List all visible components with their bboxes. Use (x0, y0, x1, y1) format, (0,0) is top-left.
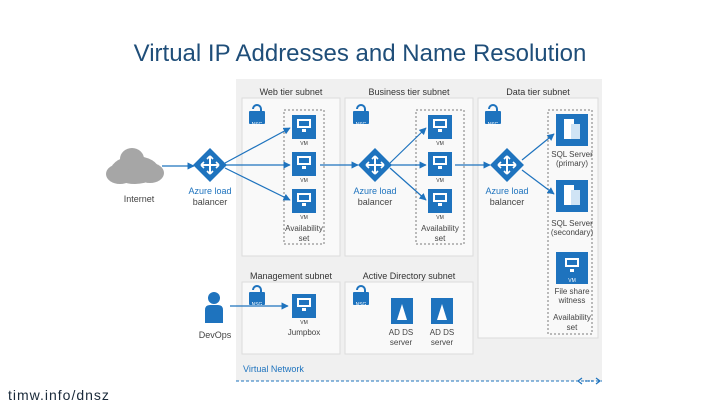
load-balancer-label: Azure load (188, 186, 231, 196)
devops-person-icon (205, 292, 223, 323)
load-balancer-label: Azure load (485, 186, 528, 196)
ad-ds-label: AD DS (430, 328, 454, 337)
load-balancer-label: balancer (193, 197, 228, 207)
vm-label: VM (436, 178, 444, 184)
web-tier-label: Web tier subnet (260, 87, 323, 97)
sql-secondary-label: SQL Server (551, 219, 593, 228)
sql-server-icon (556, 180, 588, 212)
nsg-label: NSG (356, 122, 367, 128)
vm-label: VM (300, 178, 308, 184)
ad-ds-server-icon (431, 298, 453, 324)
availability-label: set (299, 234, 310, 243)
jumpbox-vm-icon (292, 294, 316, 318)
vm-icon (428, 152, 452, 176)
load-balancer-label: balancer (358, 197, 393, 207)
vm-icon (292, 115, 316, 139)
vm-icon (292, 152, 316, 176)
ad-ds-label: server (390, 338, 413, 347)
vm-icon (428, 189, 452, 213)
ad-ds-label: server (431, 338, 454, 347)
availability-label: Availability (553, 313, 591, 322)
data-tier-label: Data tier subnet (506, 87, 570, 97)
availability-label: set (435, 234, 446, 243)
vm-label: VM (300, 141, 308, 147)
load-balancer-icon (192, 147, 228, 183)
vm-label: VM (300, 320, 308, 326)
sql-primary-label: (primary) (556, 159, 588, 168)
business-tier-label: Business tier subnet (368, 87, 450, 97)
virtual-network-peering-icon (577, 377, 601, 385)
business-availability-set (415, 109, 465, 245)
ad-ds-label: AD DS (389, 328, 413, 337)
page-title: Virtual IP Addresses and Name Resolution (133, 40, 587, 67)
nsg-label: NSG (252, 122, 263, 128)
vm-label: VM (568, 278, 576, 284)
nsg-label: NSG (252, 302, 263, 308)
active-directory-label: Active Directory subnet (363, 271, 456, 281)
vm-label: VM (436, 141, 444, 147)
nsg-label: NSG (356, 302, 367, 308)
management-label: Management subnet (250, 271, 333, 281)
load-balancer-label: balancer (490, 197, 525, 207)
availability-label: Availability (285, 224, 323, 233)
availability-label: set (567, 323, 578, 332)
sql-secondary-label: (secondary) (551, 228, 594, 237)
vm-label: VM (300, 215, 308, 221)
ad-ds-server-icon (391, 298, 413, 324)
data-availability-set (547, 109, 593, 335)
sql-primary-label: SQL Server (551, 150, 593, 159)
file-share-label: witness (558, 296, 586, 305)
virtual-network-label: Virtual Network (243, 364, 304, 374)
file-share-vm-icon (556, 252, 588, 284)
sql-server-icon (556, 114, 588, 146)
availability-label: Availability (421, 224, 459, 233)
connection-arrows (162, 127, 555, 310)
jumpbox-label: Jumpbox (288, 328, 320, 337)
vm-icon (428, 115, 452, 139)
file-share-label: File share (554, 287, 590, 296)
footer-link[interactable]: timw.info/dnsz (8, 387, 110, 403)
web-availability-set (283, 109, 325, 245)
internet-label: Internet (124, 194, 155, 204)
load-balancer-label: Azure load (353, 186, 396, 196)
devops-label: DevOps (199, 330, 232, 340)
nsg-label: NSG (488, 122, 499, 128)
vm-icon (292, 189, 316, 213)
vm-label: VM (436, 215, 444, 221)
internet-cloud-icon (106, 148, 164, 184)
